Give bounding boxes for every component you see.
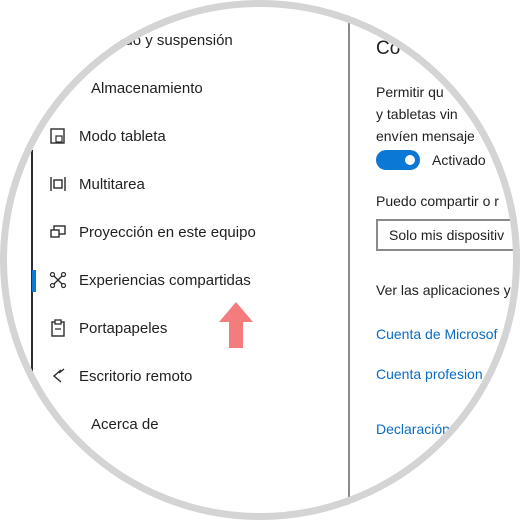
sidebar-item-label: Modo tableta bbox=[79, 127, 166, 145]
sidebar-item-storage[interactable]: Almacenamiento bbox=[40, 68, 340, 108]
sidebar-item-label: Escritorio remoto bbox=[79, 367, 193, 385]
description-line-2: y tabletas vin bbox=[376, 106, 458, 122]
share-with-label: Puedo compartir o r bbox=[376, 193, 499, 209]
privacy-statement-link[interactable]: Declaración bbox=[376, 421, 450, 437]
projection-icon bbox=[48, 222, 68, 242]
content-pane: Co Permitir qu y tabletas vin envíen men… bbox=[350, 0, 520, 520]
sidebar-item-clipboard[interactable]: Portapapeles bbox=[40, 308, 340, 348]
apps-text: Ver las aplicaciones y bbox=[376, 282, 511, 298]
work-account-link[interactable]: Cuenta profesion bbox=[376, 366, 483, 382]
sidebar-item-label: Portapapeles bbox=[79, 319, 168, 337]
page-title: Co bbox=[376, 38, 401, 59]
sidebar-item-power-sleep[interactable]: pagado y suspensión bbox=[40, 20, 340, 60]
nearby-sharing-toggle[interactable] bbox=[376, 150, 420, 170]
share-with-dropdown[interactable]: Solo mis dispositiv bbox=[376, 219, 520, 251]
multitask-icon bbox=[48, 174, 68, 194]
toggle-state-label: Activado bbox=[432, 152, 486, 168]
sidebar-item-label: pagado y suspensión bbox=[91, 31, 233, 49]
settings-sidebar: pagado y suspensión Almacenamiento Modo … bbox=[31, 20, 340, 444]
sidebar-item-label: Almacenamiento bbox=[91, 79, 203, 97]
description-line-3: envíen mensaje bbox=[376, 128, 475, 144]
remote-desktop-icon bbox=[48, 366, 68, 386]
sidebar-item-label: Experiencias compartidas bbox=[79, 271, 251, 289]
sidebar-item-about[interactable]: Acerca de bbox=[40, 404, 340, 444]
toggle-knob bbox=[405, 155, 415, 165]
sidebar-item-label: Proyección en este equipo bbox=[79, 223, 256, 241]
sidebar-item-shared-experiences[interactable]: Experiencias compartidas bbox=[32, 260, 340, 300]
pane-divider bbox=[348, 0, 350, 520]
shared-experiences-icon bbox=[48, 270, 68, 290]
sidebar-edge-line bbox=[31, 150, 33, 374]
sidebar-item-label: Multitarea bbox=[79, 175, 145, 193]
sidebar-item-tablet-mode[interactable]: Modo tableta bbox=[40, 116, 340, 156]
dropdown-selected-value: Solo mis dispositiv bbox=[389, 227, 505, 243]
description-line-1: Permitir qu bbox=[376, 84, 444, 100]
sidebar-item-remote-desktop[interactable]: Escritorio remoto bbox=[40, 356, 340, 396]
microsoft-account-link[interactable]: Cuenta de Microsof bbox=[376, 326, 498, 342]
sidebar-item-multitasking[interactable]: Multitarea bbox=[40, 164, 340, 204]
up-arrow-icon bbox=[219, 302, 253, 348]
sidebar-item-projection[interactable]: Proyección en este equipo bbox=[40, 212, 340, 252]
sidebar-item-label: Acerca de bbox=[91, 415, 159, 433]
clipboard-icon bbox=[48, 318, 68, 338]
tablet-mode-icon bbox=[48, 126, 68, 146]
